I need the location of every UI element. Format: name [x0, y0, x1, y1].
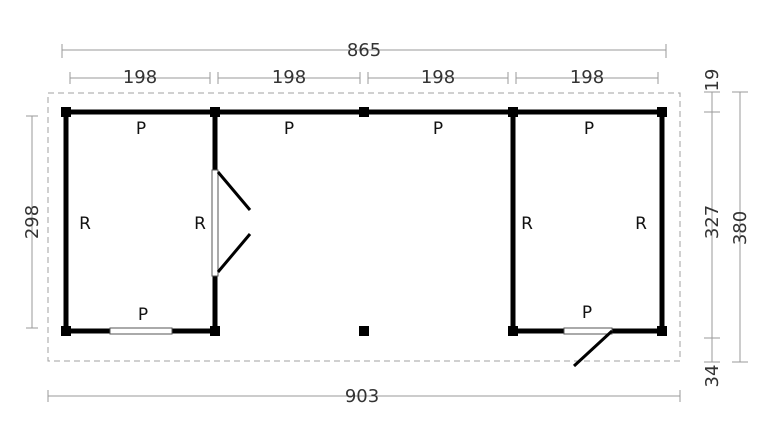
label-r-left-outer: R [79, 214, 91, 234]
label-p-top-3: P [433, 119, 443, 139]
dim-right-top: 19 [702, 69, 723, 92]
posts [61, 107, 667, 336]
dim-top-total: 865 [347, 40, 381, 61]
post-bottom-left [61, 326, 71, 336]
dim-right-full: 380 [730, 211, 751, 245]
label-r-left-inner: R [194, 214, 206, 234]
walls [63, 109, 665, 334]
dim-top-seg-3: 198 [421, 67, 455, 88]
label-p-top-2: P [284, 119, 294, 139]
openings [109, 169, 614, 368]
label-r-right-outer: R [635, 214, 647, 234]
post-top-right [657, 107, 667, 117]
label-p-top-4: P [584, 119, 594, 139]
label-r-right-inner: R [521, 214, 533, 234]
door-leaf-right [572, 329, 614, 368]
window-left-inner [211, 169, 219, 277]
post-top-mid [359, 107, 369, 117]
dim-top-seg-4: 198 [570, 67, 604, 88]
dimension-lines [26, 44, 748, 402]
dim-bottom-total: 903 [345, 386, 379, 407]
dim-left: 298 [22, 205, 43, 239]
window-left-bottom [109, 327, 173, 335]
dim-right-middle: 327 [702, 205, 723, 239]
label-p-bottom-right: P [582, 303, 592, 323]
label-p-top-1: P [136, 119, 146, 139]
label-p-bottom-left: P [138, 305, 148, 325]
dim-top-seg-2: 198 [272, 67, 306, 88]
post-top-4 [508, 107, 518, 117]
dim-top-seg-1: 198 [123, 67, 157, 88]
window-right-bottom [563, 327, 613, 335]
post-bottom-right [657, 326, 667, 336]
door-leaf-upper [216, 171, 252, 211]
post-bottom-4 [508, 326, 518, 336]
post-bottom-mid [359, 326, 369, 336]
post-top-2 [210, 107, 220, 117]
post-top-left [61, 107, 71, 117]
dim-right-bottom: 34 [702, 365, 723, 388]
door-leaf-lower [216, 233, 252, 273]
roof-outline-dashed [47, 92, 681, 362]
post-bottom-2 [210, 326, 220, 336]
